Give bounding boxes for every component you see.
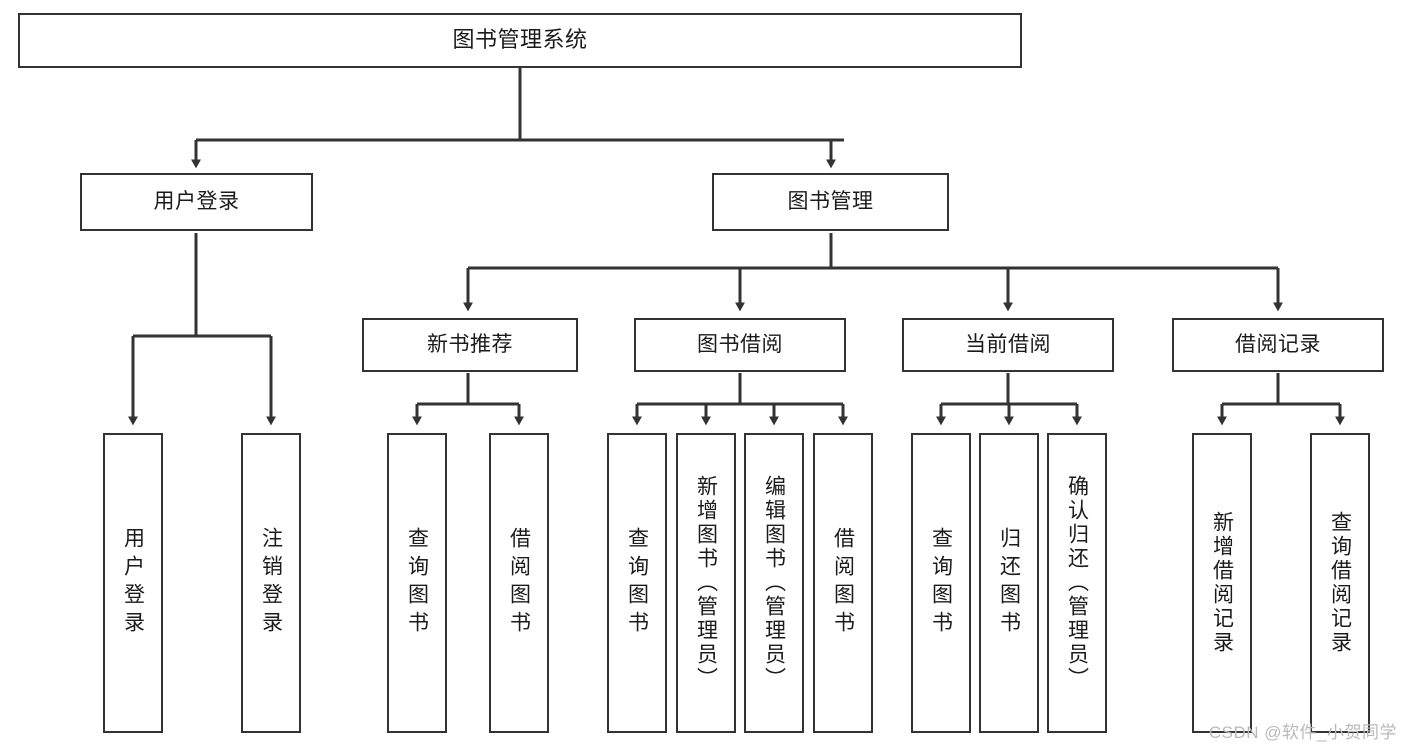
leaf-new-book-borrow-books[interactable]: 借阅图书 bbox=[489, 433, 549, 733]
leaf-book-borrow-query-books[interactable]: 查询图书 bbox=[607, 433, 667, 733]
node-label: 确认归还（管理员） bbox=[1065, 475, 1089, 691]
leaf-borrow-record-add-record[interactable]: 新增借阅记录 bbox=[1192, 433, 1252, 733]
csdn-watermark: CSDN @软件_小贺同学 bbox=[1208, 723, 1397, 742]
node-label: 归还图书 bbox=[997, 527, 1021, 639]
node-label: 查询图书 bbox=[625, 527, 649, 639]
node-label: 借阅图书 bbox=[507, 527, 531, 639]
leaf-current-borrow-return-books[interactable]: 归还图书 bbox=[979, 433, 1039, 733]
node-label: 新增图书（管理员） bbox=[694, 475, 718, 691]
leaf-book-borrow-edit-book-admin[interactable]: 编辑图书（管理员） bbox=[744, 433, 804, 733]
node-label: 用户登录 bbox=[153, 190, 240, 214]
node-label: 图书管理 bbox=[787, 190, 874, 214]
leaf-user-login-login[interactable]: 用户登录 bbox=[103, 433, 163, 733]
node-user-login[interactable]: 用户登录 bbox=[80, 173, 313, 231]
node-book-borrowing[interactable]: 图书借阅 bbox=[634, 318, 846, 372]
leaf-book-borrow-borrow-books[interactable]: 借阅图书 bbox=[813, 433, 873, 733]
leaf-borrow-record-query-record[interactable]: 查询借阅记录 bbox=[1310, 433, 1370, 733]
node-book-management[interactable]: 图书管理 bbox=[712, 173, 949, 231]
leaf-current-borrow-confirm-return-admin[interactable]: 确认归还（管理员） bbox=[1047, 433, 1107, 733]
node-label: 查询图书 bbox=[405, 527, 429, 639]
node-label: 新书推荐 bbox=[427, 333, 513, 357]
leaf-new-book-query-books[interactable]: 查询图书 bbox=[387, 433, 447, 733]
node-borrowing-record[interactable]: 借阅记录 bbox=[1172, 318, 1384, 372]
node-label: 新增借阅记录 bbox=[1210, 511, 1234, 655]
node-label: 图书借阅 bbox=[697, 333, 783, 357]
node-label: 查询借阅记录 bbox=[1328, 511, 1352, 655]
node-label: 借阅图书 bbox=[831, 527, 855, 639]
node-label: 注销登录 bbox=[259, 527, 283, 639]
node-label: 借阅记录 bbox=[1235, 333, 1321, 357]
node-label: 用户登录 bbox=[121, 527, 145, 639]
node-label: 当前借阅 bbox=[965, 333, 1051, 357]
leaf-user-login-logout[interactable]: 注销登录 bbox=[241, 433, 301, 733]
node-label: 图书管理系统 bbox=[452, 27, 588, 53]
node-label: 查询图书 bbox=[929, 527, 953, 639]
leaf-book-borrow-add-book-admin[interactable]: 新增图书（管理员） bbox=[676, 433, 736, 733]
leaf-current-borrow-query-books[interactable]: 查询图书 bbox=[911, 433, 971, 733]
node-new-book-recommendation[interactable]: 新书推荐 bbox=[362, 318, 578, 372]
node-label: 编辑图书（管理员） bbox=[762, 475, 786, 691]
node-current-borrowing[interactable]: 当前借阅 bbox=[902, 318, 1114, 372]
node-root-book-management-system[interactable]: 图书管理系统 bbox=[18, 13, 1022, 68]
